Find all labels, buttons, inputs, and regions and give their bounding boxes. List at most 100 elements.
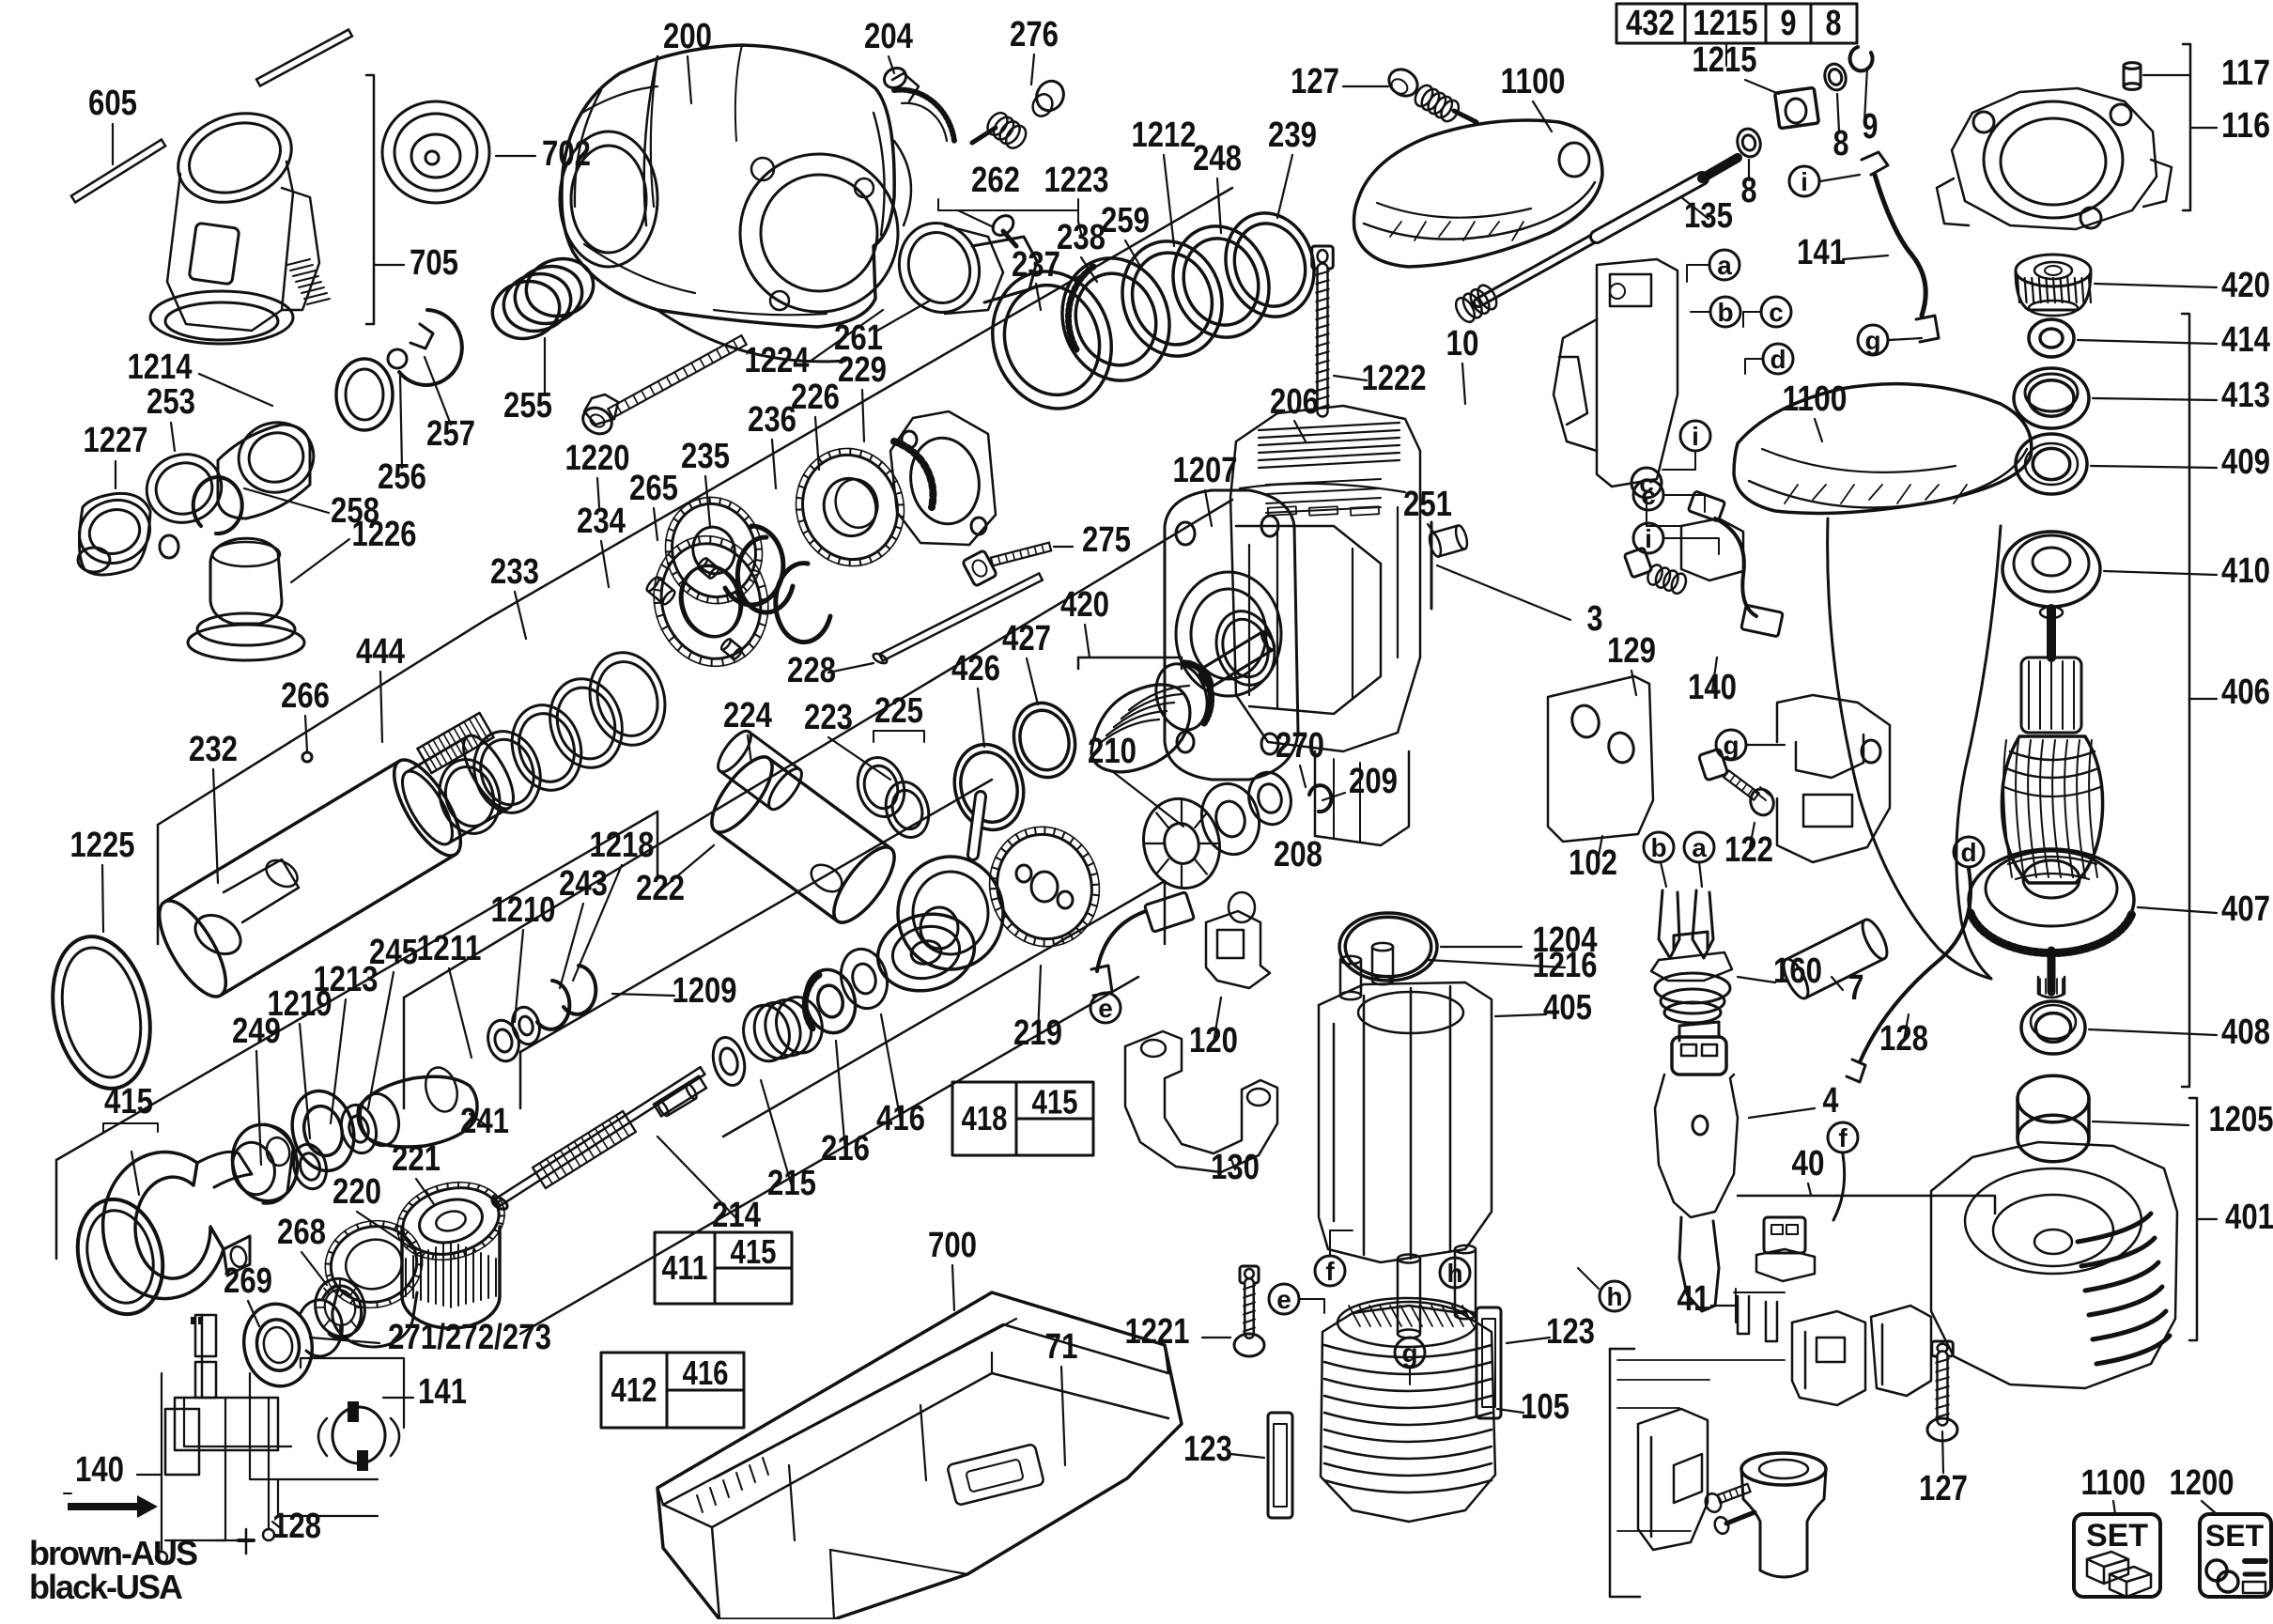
svg-text:117: 117: [2221, 54, 2270, 93]
svg-text:229: 229: [838, 350, 887, 390]
svg-text:1227: 1227: [84, 421, 148, 460]
svg-text:200: 200: [663, 17, 712, 56]
svg-text:d: d: [1960, 838, 1976, 867]
svg-text:1214: 1214: [128, 348, 193, 387]
svg-text:700: 700: [928, 1226, 977, 1265]
svg-text:407: 407: [2221, 889, 2270, 929]
svg-text:427: 427: [1002, 619, 1051, 658]
svg-text:415: 415: [104, 1082, 153, 1121]
svg-text:135: 135: [1684, 196, 1733, 236]
svg-text:226: 226: [791, 378, 840, 417]
svg-text:444: 444: [356, 632, 405, 672]
svg-text:237: 237: [1012, 245, 1060, 285]
svg-text:h: h: [1446, 1259, 1462, 1288]
svg-text:265: 265: [629, 469, 678, 508]
svg-text:SET: SET: [2086, 1518, 2148, 1554]
svg-text:129: 129: [1607, 631, 1656, 671]
svg-text:220: 220: [332, 1172, 381, 1212]
svg-text:e: e: [1276, 1285, 1291, 1314]
svg-text:102: 102: [1569, 843, 1617, 883]
svg-text:1210: 1210: [491, 890, 556, 930]
svg-text:415: 415: [731, 1232, 777, 1271]
svg-text:i: i: [1692, 422, 1699, 451]
svg-text:605: 605: [88, 84, 137, 123]
svg-text:270: 270: [1276, 726, 1324, 766]
svg-text:228: 228: [787, 651, 836, 690]
svg-text:123: 123: [1183, 1430, 1232, 1469]
svg-text:413: 413: [2221, 376, 2270, 415]
svg-text:41: 41: [1678, 1279, 1710, 1319]
svg-text:411: 411: [662, 1248, 708, 1287]
svg-text:f: f: [1325, 1257, 1335, 1286]
svg-text:1222: 1222: [1362, 359, 1427, 398]
svg-text:259: 259: [1101, 201, 1150, 240]
svg-text:234: 234: [577, 502, 626, 541]
svg-text:224: 224: [723, 696, 772, 735]
svg-text:420: 420: [1060, 585, 1109, 625]
svg-text:1209: 1209: [673, 971, 737, 1011]
svg-text:401: 401: [2225, 1198, 2273, 1237]
svg-text:g: g: [1723, 731, 1739, 760]
svg-text:410: 410: [2221, 551, 2270, 591]
svg-text:127: 127: [1919, 1469, 1968, 1508]
svg-text:10: 10: [1446, 324, 1479, 363]
svg-text:1225: 1225: [70, 826, 135, 865]
svg-text:1223: 1223: [1044, 161, 1109, 200]
svg-text:4: 4: [1823, 1081, 1839, 1121]
svg-text:i: i: [1645, 524, 1652, 553]
svg-text:a: a: [1692, 833, 1707, 862]
svg-text:1211: 1211: [417, 929, 482, 968]
svg-text:c: c: [1769, 298, 1784, 327]
svg-text:235: 235: [681, 437, 730, 476]
svg-text:406: 406: [2221, 673, 2270, 712]
svg-text:257: 257: [426, 414, 475, 454]
svg-text:1224: 1224: [745, 341, 810, 380]
svg-text:209: 209: [1349, 762, 1398, 801]
svg-text:266: 266: [281, 676, 330, 716]
svg-text:268: 268: [277, 1213, 326, 1252]
svg-text:432: 432: [1626, 4, 1675, 43]
svg-text:1100: 1100: [1783, 379, 1848, 419]
svg-text:g: g: [1864, 326, 1880, 355]
svg-text:412: 412: [611, 1370, 657, 1409]
svg-text:160: 160: [1773, 951, 1822, 991]
svg-text:105: 105: [1521, 1387, 1569, 1427]
svg-text:239: 239: [1268, 116, 1317, 155]
svg-text:238: 238: [1057, 218, 1106, 257]
svg-text:1200: 1200: [2170, 1463, 2234, 1503]
svg-text:275: 275: [1082, 520, 1131, 560]
svg-text:241: 241: [460, 1102, 509, 1141]
svg-text:1226: 1226: [352, 515, 417, 554]
svg-text:223: 223: [804, 698, 853, 737]
svg-text:251: 251: [1403, 485, 1452, 524]
svg-text:1100: 1100: [2081, 1463, 2146, 1503]
svg-text:a: a: [1717, 251, 1732, 280]
svg-text:408: 408: [2221, 1013, 2270, 1052]
svg-text:9: 9: [1781, 4, 1797, 43]
svg-text:1212: 1212: [1132, 116, 1197, 155]
svg-text:1205: 1205: [2209, 1100, 2273, 1139]
svg-text:8: 8: [1826, 4, 1842, 43]
svg-text:420: 420: [2221, 266, 2270, 305]
svg-text:253: 253: [147, 382, 195, 422]
svg-text:271/272/273: 271/272/273: [388, 1318, 551, 1357]
svg-text:225: 225: [874, 691, 923, 731]
svg-text:141: 141: [1797, 233, 1846, 272]
svg-text:141: 141: [418, 1372, 467, 1412]
svg-text:d: d: [1770, 345, 1786, 374]
svg-text:243: 243: [559, 864, 608, 904]
svg-text:1215: 1215: [1693, 4, 1758, 43]
svg-text:1218: 1218: [590, 826, 655, 865]
svg-text:1215: 1215: [1693, 40, 1757, 80]
svg-text:127: 127: [1291, 62, 1339, 101]
svg-text:e: e: [1098, 994, 1113, 1023]
svg-text:236: 236: [748, 400, 796, 440]
svg-text:409: 409: [2221, 442, 2270, 482]
svg-text:g: g: [1401, 1338, 1417, 1368]
svg-text:b: b: [1650, 833, 1666, 862]
svg-text:1221: 1221: [1125, 1312, 1190, 1352]
svg-text:208: 208: [1274, 835, 1322, 874]
svg-text:116: 116: [2221, 106, 2270, 146]
svg-text:c: c: [1639, 469, 1654, 498]
svg-text:7: 7: [1848, 968, 1864, 1008]
